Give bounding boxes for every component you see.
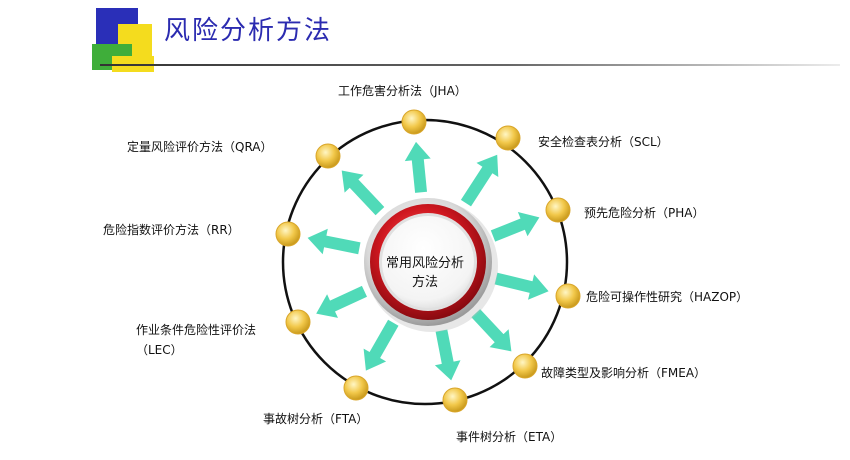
node-lec <box>285 309 311 335</box>
arrows-group <box>307 141 549 381</box>
node-rr <box>275 221 301 247</box>
node-pha <box>545 197 571 223</box>
label-eta: 事件树分析（ETA） <box>456 430 563 444</box>
label-lec: 作业条件危险性评价法 （LEC） <box>136 320 256 360</box>
node-qra <box>315 143 341 169</box>
center-label-line1: 常用风险分析 <box>385 256 464 271</box>
node-fmea <box>512 353 538 379</box>
node-fta <box>343 375 369 401</box>
arrow-fta <box>363 319 399 371</box>
label-scl: 安全检查表分析（SCL） <box>538 135 669 149</box>
center-hub <box>364 198 498 332</box>
center-label: 常用风险分析 方法 <box>375 254 475 292</box>
nodes-group <box>275 109 581 413</box>
label-fta: 事故树分析（FTA） <box>263 412 369 426</box>
node-eta <box>442 387 468 413</box>
label-jha: 工作危害分析法（JHA） <box>338 84 467 98</box>
title-divider <box>100 64 840 66</box>
arrow-lec <box>316 285 367 318</box>
arrow-jha <box>404 141 431 193</box>
node-jha <box>401 109 427 135</box>
arrow-qra <box>341 170 385 216</box>
arrow-hazop <box>494 272 549 300</box>
arrow-scl <box>460 154 499 207</box>
label-fmea: 故障类型及影响分析（FMEA） <box>541 366 707 380</box>
label-lec-line1: 作业条件危险性评价法 <box>136 323 257 337</box>
arrow-eta <box>434 329 461 381</box>
arrow-fmea <box>471 309 512 352</box>
label-lec-line2: （LEC） <box>136 343 183 357</box>
node-hazop <box>555 283 581 309</box>
page-title: 风险分析方法 <box>164 16 333 46</box>
node-scl <box>495 125 521 151</box>
label-hazop: 危险可操作性研究（HAZOP） <box>586 290 749 304</box>
label-pha: 预先危险分析（PHA） <box>584 206 705 220</box>
label-rr: 危险指数评价方法（RR） <box>103 223 240 237</box>
center-label-line2: 方法 <box>411 275 438 290</box>
label-qra: 定量风险评价方法（QRA） <box>127 140 273 154</box>
arrow-pha <box>490 212 540 242</box>
arrow-rr <box>307 228 361 255</box>
